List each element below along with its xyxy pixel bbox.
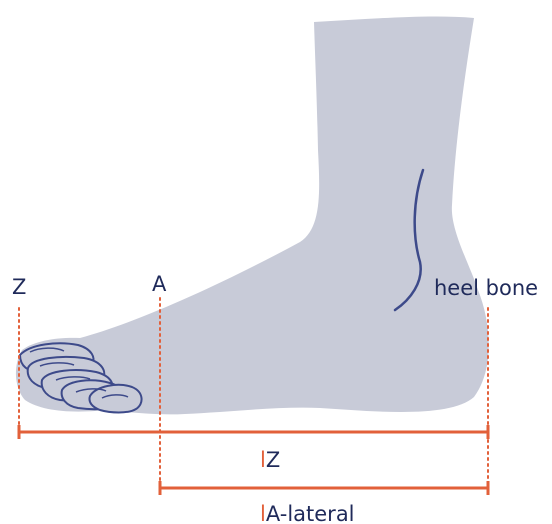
iz-measure-label: lZ (260, 448, 280, 472)
ia-rest: A-lateral (266, 502, 355, 524)
iz-rest: Z (266, 448, 280, 472)
heel-bone-label: heel bone (434, 276, 538, 300)
z-label: Z (12, 275, 26, 299)
ia-measure-label: lA-lateral (260, 502, 355, 524)
a-label: A (152, 272, 167, 296)
